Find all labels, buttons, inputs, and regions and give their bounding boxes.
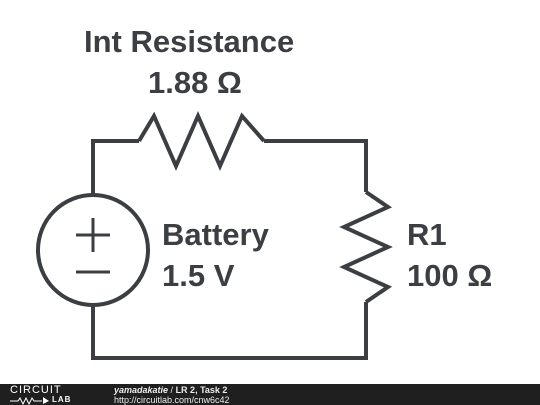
battery-symbol: [36, 193, 150, 307]
logo-text-top: CIRCUIT: [10, 384, 62, 396]
circuit-diagram: [36, 111, 393, 360]
author-link[interactable]: yamadakatie: [114, 385, 169, 395]
circuit-url[interactable]: http://circuitlab.com/cnw6c42: [114, 395, 230, 405]
wire-bottom: [91, 302, 368, 360]
battery-value: 1.5 V: [162, 258, 235, 293]
logo-text-bottom: LAB: [52, 395, 72, 404]
circuit-meta: yamadakatie / LR 2, Task 2 http://circui…: [114, 385, 230, 405]
circuit-title[interactable]: LR 2, Task 2: [175, 385, 228, 395]
footer-bar: CIRCUIT LAB yamadakatie / LR 2, Task 2 h…: [0, 384, 540, 405]
r1-value: 100 Ω: [407, 258, 493, 293]
internal-resistor-symbol: [137, 111, 266, 171]
internal-resistance-value: 1.88 Ω: [148, 65, 242, 100]
battery-label: Battery: [162, 217, 269, 252]
meta-separator: /: [168, 385, 176, 395]
load-resistor-symbol: [339, 190, 393, 304]
r1-label: R1: [407, 217, 447, 252]
logo-resistor-icon: [10, 396, 49, 405]
internal-resistance-label: Int Resistance: [84, 24, 295, 59]
wire-top-left: [91, 139, 139, 195]
wire-top-right: [264, 139, 368, 192]
circuitlab-logo[interactable]: CIRCUIT LAB: [10, 385, 90, 405]
